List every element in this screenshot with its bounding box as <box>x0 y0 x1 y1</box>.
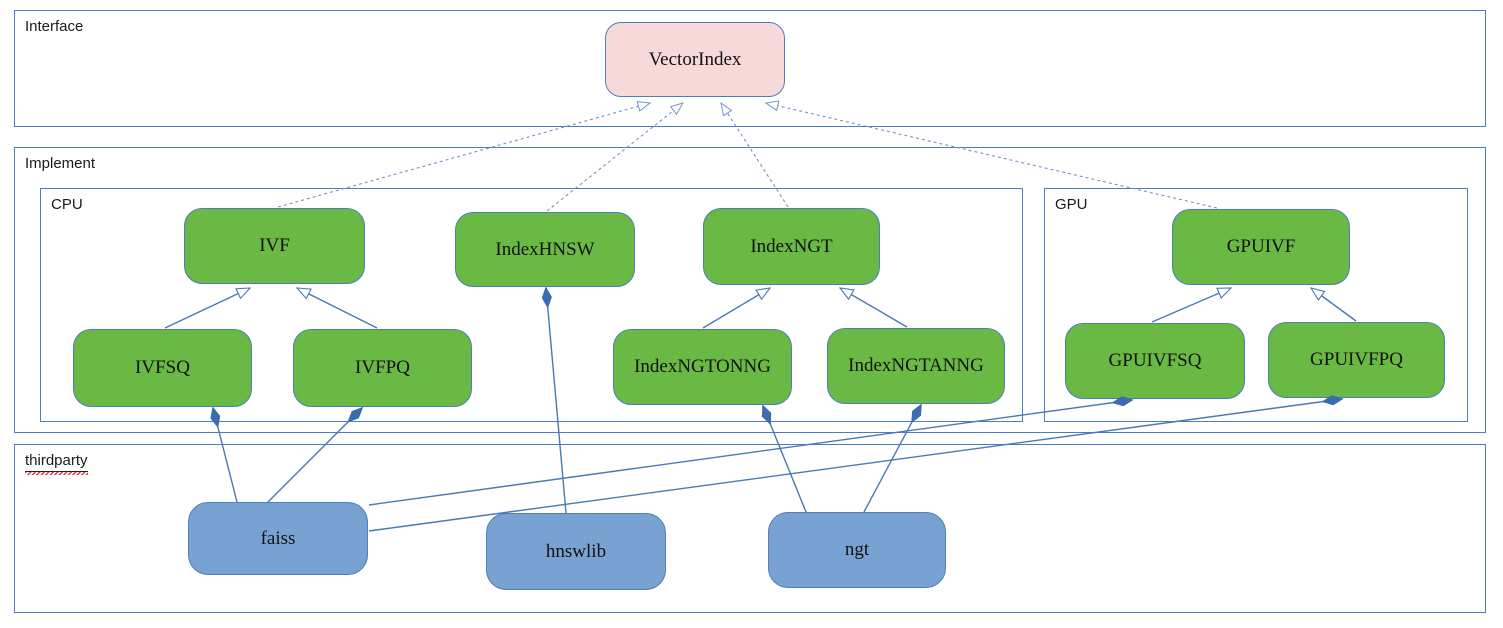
container-thirdparty-label: thirdparty <box>25 452 88 475</box>
node-gpuivfsq-label: GPUIVFSQ <box>1108 350 1202 371</box>
edge-generalization-gpuivfpq-gpuivf[interactable] <box>1311 288 1357 322</box>
edge-composition-indexngtanng-ngt[interactable] <box>863 405 921 513</box>
container-cpu[interactable]: CPU <box>40 188 1023 422</box>
edge-realization-ivf-vectorindex[interactable] <box>277 103 650 208</box>
node-ivf-label: IVF <box>259 235 290 256</box>
edge-generalization-ivfpq-ivf[interactable] <box>297 288 378 329</box>
node-hnswlib[interactable]: hnswlib <box>486 513 666 590</box>
node-ngt-label: ngt <box>844 539 870 560</box>
container-interface[interactable]: Interface <box>14 10 1486 127</box>
node-indexngtonng[interactable]: IndexNGTONNG <box>613 329 792 405</box>
edge-composition-gpuivfsq-faiss[interactable] <box>368 400 1132 506</box>
node-ivfpq-label: IVFPQ <box>355 357 410 378</box>
node-hnswlib-label: hnswlib <box>545 540 607 562</box>
node-vectorindex[interactable]: VectorIndex <box>605 22 785 97</box>
node-gpuivfsq[interactable]: GPUIVFSQ <box>1065 323 1245 399</box>
edge-realization-gpuivf-vectorindex[interactable] <box>766 103 1218 209</box>
node-indexhnsw-label: IndexHNSW <box>495 238 595 260</box>
node-gpuivf[interactable]: GPUIVF <box>1172 209 1350 285</box>
edge-generalization-indexngtanng-indexngt[interactable] <box>840 288 908 328</box>
node-gpuivf-label: GPUIVF <box>1226 236 1296 257</box>
container-gpu[interactable]: GPU <box>1044 188 1468 422</box>
container-implement-label: Implement <box>25 155 96 173</box>
container-cpu-label: CPU <box>51 196 83 214</box>
node-vectorindex-label: VectorIndex <box>648 48 742 70</box>
container-interface-label: Interface <box>25 18 84 36</box>
node-ivf[interactable]: IVF <box>184 208 365 284</box>
edge-composition-indexhnsw-hnswlib[interactable] <box>546 288 567 514</box>
node-ngt[interactable]: ngt <box>768 512 946 588</box>
node-ivfsq[interactable]: IVFSQ <box>73 329 252 407</box>
node-ivfpq[interactable]: IVFPQ <box>293 329 472 407</box>
edge-generalization-gpuivfsq-gpuivf[interactable] <box>1151 287 1231 323</box>
edge-realization-indexngt-vectorindex[interactable] <box>721 103 789 208</box>
edge-composition-ivfsq-faiss[interactable] <box>213 408 238 503</box>
edge-generalization-indexngtonng-indexngt[interactable] <box>702 288 770 329</box>
node-indexngtanng[interactable]: IndexNGTANNG <box>827 328 1005 404</box>
container-implement[interactable]: Implement <box>14 147 1486 433</box>
node-gpuivfpq[interactable]: GPUIVFPQ <box>1268 322 1445 398</box>
node-gpuivfpq-label: GPUIVFPQ <box>1310 349 1403 370</box>
edge-composition-gpuivfpq-faiss[interactable] <box>368 399 1342 532</box>
node-indexngtanng-label: IndexNGTANNG <box>848 355 984 376</box>
node-indexngt[interactable]: IndexNGT <box>703 208 880 285</box>
edge-realization-indexhnsw-vectorindex[interactable] <box>546 103 683 212</box>
node-indexngt-label: IndexNGT <box>750 235 833 257</box>
edge-composition-ivfpq-faiss[interactable] <box>267 408 362 503</box>
node-indexngtonng-label: IndexNGTONNG <box>634 356 771 377</box>
container-gpu-label: GPU <box>1055 196 1088 214</box>
node-faiss[interactable]: faiss <box>188 502 368 575</box>
node-indexhnsw[interactable]: IndexHNSW <box>455 212 635 287</box>
node-ivfsq-label: IVFSQ <box>135 357 190 378</box>
container-thirdparty[interactable]: thirdparty <box>14 444 1486 613</box>
edge-composition-indexngtonng-ngt[interactable] <box>763 406 807 513</box>
node-faiss-label: faiss <box>260 527 296 549</box>
edge-generalization-ivfsq-ivf[interactable] <box>164 287 250 329</box>
